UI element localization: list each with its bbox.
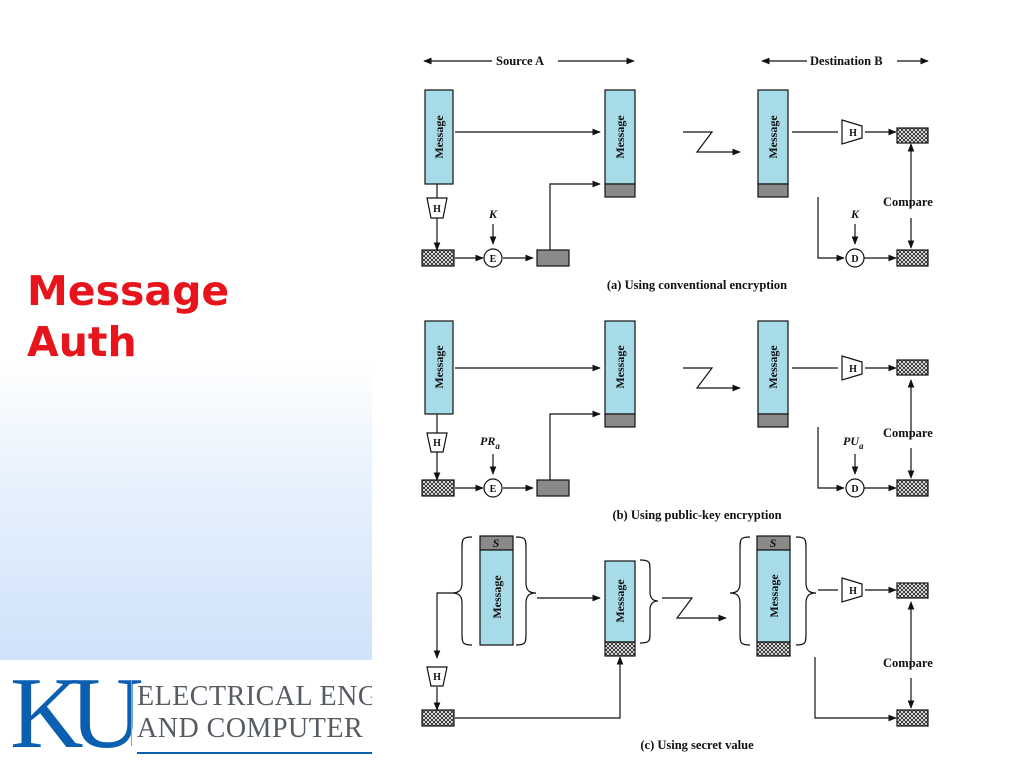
message-label: Message bbox=[613, 115, 627, 159]
panel-a-caption: (a) Using conventional encryption bbox=[607, 278, 787, 292]
message-label: Message bbox=[767, 574, 781, 618]
panel-c-secret-value: S Message H Message S Message H Compare … bbox=[421, 535, 933, 752]
message-label: Message bbox=[490, 575, 504, 619]
department-name-line-1: ELECTRICAL ENGINEERING bbox=[137, 681, 372, 712]
hash-function-label: H bbox=[433, 438, 441, 449]
decrypt-label: D bbox=[851, 254, 858, 265]
public-key-label: PUa bbox=[843, 434, 864, 451]
source-header: Source A bbox=[423, 54, 635, 68]
panel-b-public-key-encryption: Message H E PRa Message Message H Compar… bbox=[421, 320, 933, 522]
logo-underline bbox=[137, 752, 372, 754]
message-label: Message bbox=[613, 579, 627, 623]
message-label: Message bbox=[432, 115, 446, 159]
logo-divider bbox=[131, 680, 132, 746]
hash-function-label: H bbox=[849, 586, 857, 597]
destination-header: Destination B bbox=[761, 54, 929, 68]
secret-value-label: S bbox=[770, 536, 777, 550]
panel-c-caption: (c) Using secret value bbox=[640, 738, 754, 752]
decrypt-label: D bbox=[851, 484, 858, 495]
slide-title: Message Auth bbox=[27, 266, 229, 368]
message-label: Message bbox=[432, 345, 446, 389]
message-label: Message bbox=[766, 345, 780, 389]
ku-logo: KU bbox=[10, 662, 143, 768]
hash-function-label: H bbox=[849, 364, 857, 375]
message-label: Message bbox=[613, 345, 627, 389]
encrypt-label: E bbox=[490, 484, 497, 495]
message-label: Message bbox=[766, 115, 780, 159]
compare-label: Compare bbox=[883, 656, 933, 670]
background-gradient bbox=[0, 360, 372, 660]
encrypt-label: E bbox=[490, 254, 497, 265]
panel-b-caption: (b) Using public-key encryption bbox=[612, 508, 781, 522]
private-key-label: PRa bbox=[480, 434, 500, 451]
footer-logo: KU ELECTRICAL ENGINEERING AND COMPUTER S… bbox=[0, 662, 372, 768]
slide-title-line-1: Message bbox=[27, 267, 230, 315]
hash-function-label: H bbox=[433, 672, 441, 683]
compare-label: Compare bbox=[883, 426, 933, 440]
slide-title-line-2: Auth bbox=[27, 318, 137, 366]
department-name-line-2: AND COMPUTER SCIENCE bbox=[137, 713, 372, 744]
destination-label: Destination B bbox=[810, 54, 883, 68]
compare-label: Compare bbox=[883, 195, 933, 209]
source-label: Source A bbox=[496, 54, 544, 68]
panel-a-conventional-encryption: Message H E K Message Message H Compare … bbox=[421, 89, 933, 292]
message-authentication-diagram: Source A Destination B Message H E K Mes… bbox=[421, 54, 933, 752]
encryption-key-label: K bbox=[488, 207, 498, 221]
decryption-key-label: K bbox=[850, 207, 860, 221]
secret-value-label: S bbox=[493, 536, 500, 550]
hash-function-label: H bbox=[849, 128, 857, 139]
hash-function-label: H bbox=[433, 204, 441, 215]
